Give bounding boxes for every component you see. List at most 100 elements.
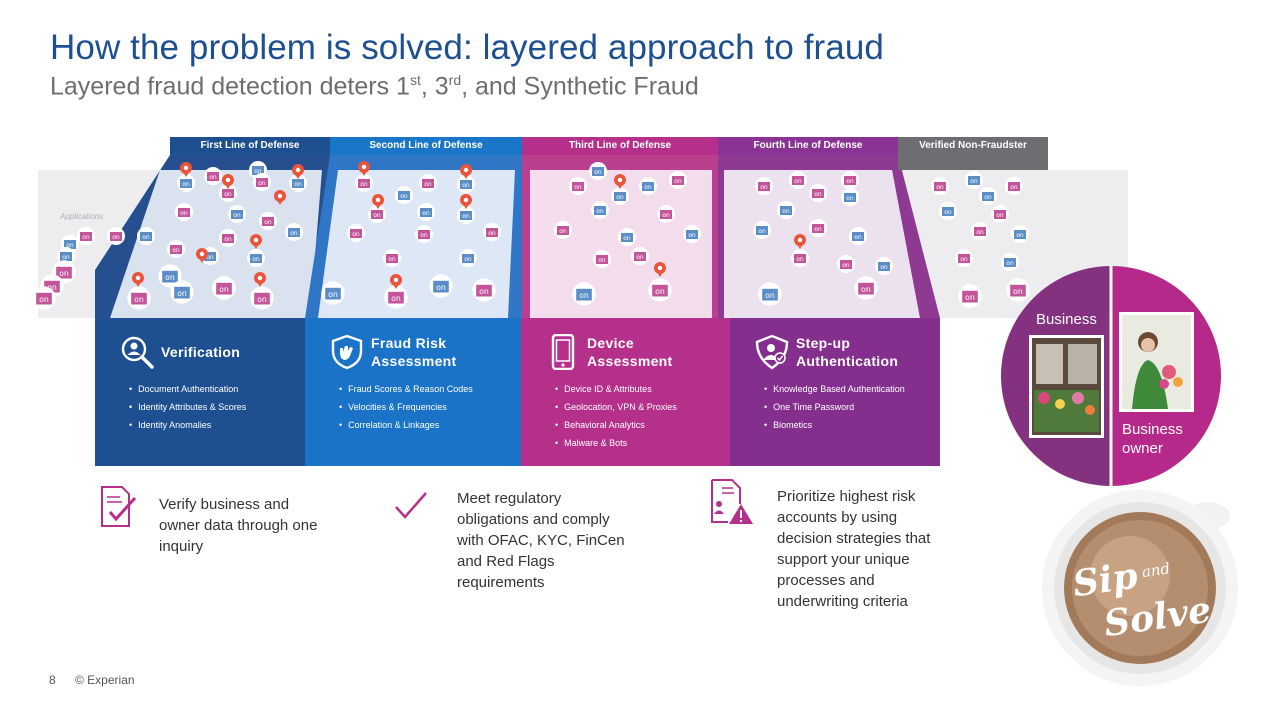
store-glyph: on <box>462 213 470 220</box>
store-icon <box>358 179 370 188</box>
benefit-line: Meet regulatory <box>457 490 562 507</box>
store-icon <box>262 217 274 226</box>
benefit-line: owner data through one <box>159 517 318 534</box>
store-glyph: on <box>854 234 862 241</box>
fraud-alert-pin <box>797 244 803 249</box>
store-glyph: on <box>758 228 766 235</box>
fraud-alert-pin <box>135 282 141 287</box>
benefit-line: with OFAC, KYC, FinCen <box>457 532 625 549</box>
fraud-alert-dot <box>225 177 231 183</box>
store-icon <box>812 224 824 233</box>
store-icon <box>758 182 770 191</box>
store-icon <box>840 260 852 269</box>
store-glyph: on <box>594 169 602 176</box>
step-up-list: Knowledge Based Authentication One Time … <box>764 380 905 434</box>
store-icon <box>462 254 474 263</box>
store-glyph: on <box>112 234 120 241</box>
list-item: Fraud Scores & Reason Codes <box>339 380 473 398</box>
fraud-alert-dot <box>257 275 263 281</box>
store-icon <box>942 207 954 216</box>
fraud-alert-pin <box>375 204 381 209</box>
store-icon <box>1004 258 1016 267</box>
store-icon <box>994 210 1006 219</box>
store-icon <box>844 193 856 202</box>
header-third-line: Third Line of Defense <box>522 137 718 155</box>
store-glyph: on <box>814 191 822 198</box>
applications-label: Applications <box>59 212 103 221</box>
header-second-line: Second Line of Defense <box>330 137 522 155</box>
store-glyph: on <box>233 212 241 219</box>
store-icon <box>325 287 341 300</box>
store-icon <box>652 284 668 297</box>
business-owner-photo <box>1119 312 1194 412</box>
store-glyph: on <box>328 290 338 299</box>
benefit-line: processes and <box>777 572 875 589</box>
store-icon <box>222 234 234 243</box>
store-glyph: on <box>424 181 432 188</box>
store-icon <box>792 176 804 185</box>
store-glyph: on <box>976 229 984 236</box>
store-glyph: on <box>861 285 871 294</box>
benefit-prioritize-text: Prioritize highest risk accounts by usin… <box>777 486 930 612</box>
store-icon <box>292 179 304 188</box>
store-icon <box>780 206 792 215</box>
list-item: Correlation & Linkages <box>339 416 473 434</box>
store-glyph: on <box>360 181 368 188</box>
store-icon <box>174 286 190 299</box>
fraud-alert-pin <box>183 172 189 177</box>
fraud-alert-pin <box>295 174 301 179</box>
store-icon <box>222 189 234 198</box>
fraud-alert-dot <box>463 167 469 173</box>
document-check-icon <box>101 486 137 527</box>
store-icon <box>962 290 978 303</box>
store-glyph: on <box>294 181 302 188</box>
list-item: Knowledge Based Authentication <box>764 380 905 398</box>
owner-label-line: Business <box>1122 421 1183 438</box>
store-icon <box>433 280 449 293</box>
fraud-alert-dot <box>657 265 663 271</box>
store-icon <box>486 228 498 237</box>
store-glyph: on <box>352 231 360 238</box>
business-label: Business <box>1036 311 1097 328</box>
store-icon <box>56 266 72 279</box>
store-glyph: on <box>464 256 472 263</box>
subtitle-text-end: , and Synthetic Fraud <box>461 72 699 101</box>
store-icon <box>592 167 604 176</box>
store-icon <box>140 232 152 241</box>
business-circle <box>1001 266 1221 486</box>
store-glyph: on <box>258 180 266 187</box>
list-item: Device ID & Attributes <box>555 380 677 398</box>
store-icon <box>557 226 569 235</box>
store-glyph: on <box>796 256 804 263</box>
copyright: © Experian <box>75 673 135 687</box>
panel-title-line: Assessment <box>371 353 457 369</box>
panel-title-line: Assessment <box>587 353 673 369</box>
fraud-alert-dot <box>135 275 141 281</box>
store-glyph: on <box>219 285 229 294</box>
fraud-alert-dot <box>277 193 283 199</box>
store-glyph: on <box>765 291 775 300</box>
list-item: Geolocation, VPN & Proxies <box>555 398 677 416</box>
fraud-alert-pin <box>277 200 283 205</box>
store-icon <box>460 180 472 189</box>
store-glyph: on <box>257 295 267 304</box>
sip-and-solve-coffee-cup: Sip and Solve <box>1042 490 1238 686</box>
benefit-line: underwriting criteria <box>777 593 908 610</box>
store-icon <box>878 262 890 271</box>
store-glyph: on <box>1010 184 1018 191</box>
business-photo <box>1029 335 1104 438</box>
store-glyph: on <box>794 178 802 185</box>
store-icon <box>371 210 383 219</box>
store-glyph: on <box>984 194 992 201</box>
store-glyph: on <box>436 283 446 292</box>
store-glyph: on <box>623 235 631 242</box>
store-icon <box>594 206 606 215</box>
store-glyph: on <box>391 294 401 303</box>
fraud-alert-pin <box>463 204 469 209</box>
store-icon <box>756 226 768 235</box>
store-glyph: on <box>264 219 272 226</box>
store-icons: on on on on on on on on on on on on on on on on on on on on… <box>32 161 1030 310</box>
store-icon <box>958 254 970 263</box>
